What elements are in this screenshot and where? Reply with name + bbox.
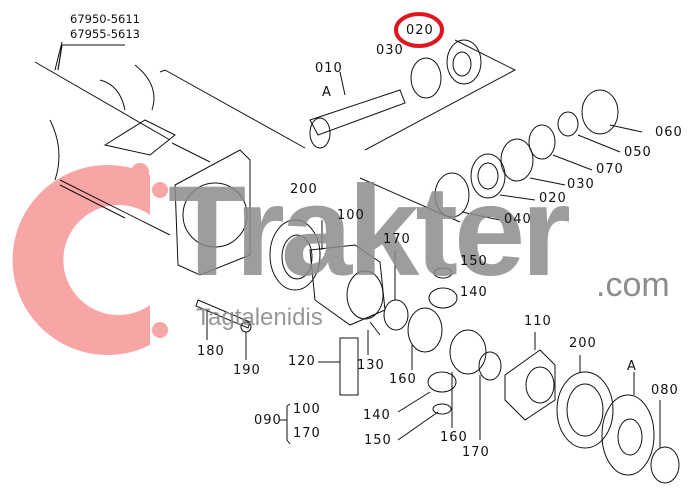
callout-030: 030 <box>567 177 595 192</box>
pinion-140-top <box>428 287 458 309</box>
circlip-070 <box>528 124 556 160</box>
callout-150-top: 150 <box>460 254 488 269</box>
washer-150-top <box>433 267 453 279</box>
callout-130: 130 <box>357 358 385 373</box>
callout-A-top: A <box>322 85 332 100</box>
bearing-200-b <box>556 371 614 449</box>
part-number-1: 67950-5611 <box>70 12 140 26</box>
washer-170 <box>383 299 409 331</box>
bearing-020-lower <box>470 153 506 199</box>
race-040 <box>434 172 470 218</box>
callout-060: 060 <box>655 125 683 140</box>
callout-030-top: 030 <box>376 43 404 58</box>
callout-040: 040 <box>504 212 532 227</box>
seal-060 <box>581 89 619 135</box>
watermark-brand: Trakter <box>168 160 571 303</box>
cover-110 <box>504 349 556 421</box>
transmission-housing <box>34 44 251 276</box>
pin-120 <box>339 337 359 396</box>
callout-170-top: 170 <box>383 232 411 247</box>
callout-020-highlighted: 020 <box>406 23 434 38</box>
side-gear-160-b <box>449 329 487 375</box>
callout-170-bottom: 170 <box>462 445 490 460</box>
callout-100: 100 <box>337 208 365 223</box>
callout-080: 080 <box>651 383 679 398</box>
washer-150-bottom <box>432 403 452 415</box>
nut-050 <box>557 111 579 137</box>
bolt-180 <box>195 299 251 329</box>
callout-090-range-end: 170 <box>293 426 321 441</box>
ring-030-lower <box>500 138 534 182</box>
callout-020: 020 <box>539 191 567 206</box>
callout-090-range-start: 100 <box>293 402 321 417</box>
callout-200-top: 200 <box>290 182 318 197</box>
highlight-circle <box>394 12 444 48</box>
washer-170-b <box>478 351 502 381</box>
circlip-080 <box>650 446 680 484</box>
callout-110: 110 <box>524 314 552 329</box>
callout-090: 090 <box>254 413 282 428</box>
pinion-140-bottom <box>427 371 457 393</box>
callout-190: 190 <box>233 363 261 378</box>
bearing-020-highlighted <box>446 39 482 85</box>
pin-130 <box>369 321 381 336</box>
watermark-subtitle: Tagtalenidis <box>196 304 323 331</box>
callout-010: 010 <box>315 61 343 76</box>
ring-030 <box>410 57 442 99</box>
callout-120: 120 <box>288 354 316 369</box>
pinion-shaft-010 <box>309 71 406 149</box>
watermark-domain: .com <box>596 266 670 304</box>
callout-150-bottom: 150 <box>364 433 392 448</box>
callout-160-right: 160 <box>440 430 468 445</box>
callout-050: 050 <box>624 145 652 160</box>
side-gear-160 <box>407 307 443 353</box>
callout-070: 070 <box>596 162 624 177</box>
ring-gear-A <box>601 394 655 476</box>
callout-140-bottom: 140 <box>363 408 391 423</box>
callout-A-bottom: A <box>627 359 637 374</box>
callout-140-top: 140 <box>460 285 488 300</box>
callout-160-left: 160 <box>389 372 417 387</box>
callout-200-bottom: 200 <box>569 336 597 351</box>
part-number-2: 67955-5613 <box>70 27 140 41</box>
callout-180: 180 <box>197 344 225 359</box>
